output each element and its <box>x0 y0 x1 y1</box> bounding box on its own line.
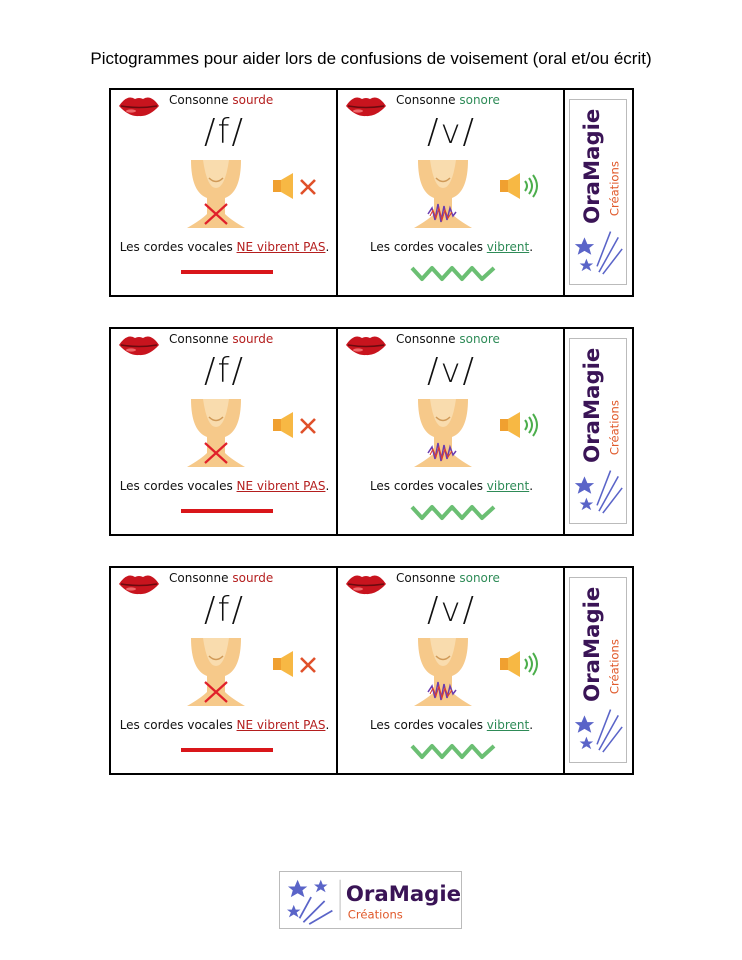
wave-icon <box>410 505 496 520</box>
throat-icon <box>414 160 472 228</box>
consonant-label: Consonne sourde <box>169 93 274 107</box>
voiced-cell: Consonne sonore /v/ Les cordes vocales v… <box>338 329 565 534</box>
oramagie-logo: OraMagie Créations <box>279 871 462 929</box>
phoneme: /f/ <box>204 351 245 391</box>
consonant-label: Consonne sonore <box>396 332 500 346</box>
consonant-label: Consonne sourde <box>169 571 274 585</box>
logo-cell: OraMagie Créations <box>565 329 632 534</box>
phoneme: /v/ <box>426 112 477 152</box>
oramagie-logo-vertical: OraMagie Créations <box>569 99 627 285</box>
pictogram-card: Consonne sourde /f/ Les cordes vocales N… <box>109 88 634 297</box>
svg-text:OraMagie: OraMagie <box>580 109 605 224</box>
svg-text:Créations: Créations <box>607 400 621 455</box>
speaker-sound-icon <box>500 173 538 199</box>
consonant-label: Consonne sonore <box>396 93 500 107</box>
wave-icon <box>410 266 496 281</box>
lips-icon <box>119 97 159 117</box>
svg-text:Créations: Créations <box>607 639 621 694</box>
logo-brand: OraMagie <box>346 882 461 907</box>
consonant-label: Consonne sourde <box>169 332 274 346</box>
description: Les cordes vocales vibrent. <box>369 479 534 493</box>
lips-icon <box>346 575 386 595</box>
throat-icon <box>187 638 245 706</box>
phoneme: /f/ <box>204 112 245 152</box>
voiceless-cell: Consonne sourde /f/ Les cordes vocales N… <box>111 568 338 773</box>
speaker-muted-icon <box>273 412 316 438</box>
wave-icon <box>410 744 496 759</box>
pictogram-card: Consonne sourde /f/ Les cordes vocales N… <box>109 327 634 536</box>
underline-bar-icon <box>181 509 273 513</box>
oramagie-logo-vertical: OraMagie Créations <box>569 338 627 524</box>
voiced-cell: Consonne sonore /v/ Les cordes vocales v… <box>338 568 565 773</box>
pictogram-card: Consonne sourde /f/ Les cordes vocales N… <box>109 566 634 775</box>
lips-icon <box>346 97 386 117</box>
logo-cell: OraMagie Créations <box>565 90 632 295</box>
logo-cell: OraMagie Créations <box>565 568 632 773</box>
underline-bar-icon <box>181 748 273 752</box>
lips-icon <box>346 336 386 356</box>
description: Les cordes vocales NE vibrent PAS. <box>119 718 330 732</box>
throat-icon <box>414 638 472 706</box>
description: Les cordes vocales NE vibrent PAS. <box>119 240 330 254</box>
description: Les cordes vocales vibrent. <box>369 718 534 732</box>
oramagie-logo-vertical: OraMagie Créations <box>569 577 627 763</box>
phoneme: /v/ <box>426 351 477 391</box>
throat-icon <box>414 399 472 467</box>
speaker-muted-icon <box>273 173 316 199</box>
speaker-muted-icon <box>273 651 316 677</box>
consonant-label: Consonne sonore <box>396 571 500 585</box>
page-title: Pictogrammes pour aider lors de confusio… <box>90 49 652 68</box>
svg-text:OraMagie: OraMagie <box>580 348 605 463</box>
throat-icon <box>187 399 245 467</box>
logo-subtitle: Créations <box>348 907 403 921</box>
phoneme: /f/ <box>204 590 245 630</box>
phoneme: /v/ <box>426 590 477 630</box>
lips-icon <box>119 575 159 595</box>
lips-icon <box>119 336 159 356</box>
underline-bar-icon <box>181 270 273 274</box>
throat-icon <box>187 160 245 228</box>
svg-text:OraMagie: OraMagie <box>580 587 605 702</box>
description: Les cordes vocales NE vibrent PAS. <box>119 479 330 493</box>
voiced-cell: Consonne sonore /v/ Les cordes vocales v… <box>338 90 565 295</box>
svg-text:Créations: Créations <box>607 161 621 216</box>
speaker-sound-icon <box>500 651 538 677</box>
description: Les cordes vocales vibrent. <box>369 240 534 254</box>
voiceless-cell: Consonne sourde /f/ Les cordes vocales N… <box>111 329 338 534</box>
voiceless-cell: Consonne sourde /f/ Les cordes vocales N… <box>111 90 338 295</box>
speaker-sound-icon <box>500 412 538 438</box>
